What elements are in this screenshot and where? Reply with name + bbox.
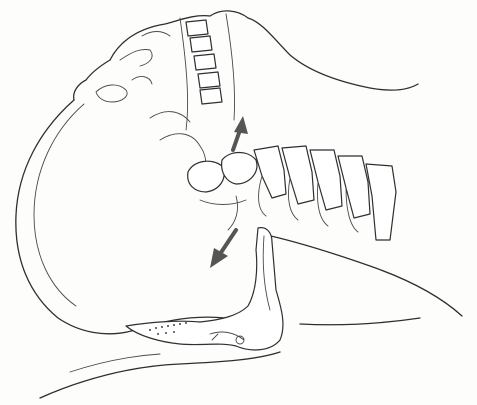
neck-outline (262, 234, 462, 325)
arrow-up-icon (233, 116, 248, 150)
chin-contour (40, 352, 280, 398)
mandible (126, 228, 283, 350)
teeth (180, 14, 235, 130)
skull-outline (16, 100, 225, 334)
face-profile (74, 11, 418, 102)
cervical-spine (188, 146, 396, 240)
arrow-down-icon (210, 230, 236, 268)
